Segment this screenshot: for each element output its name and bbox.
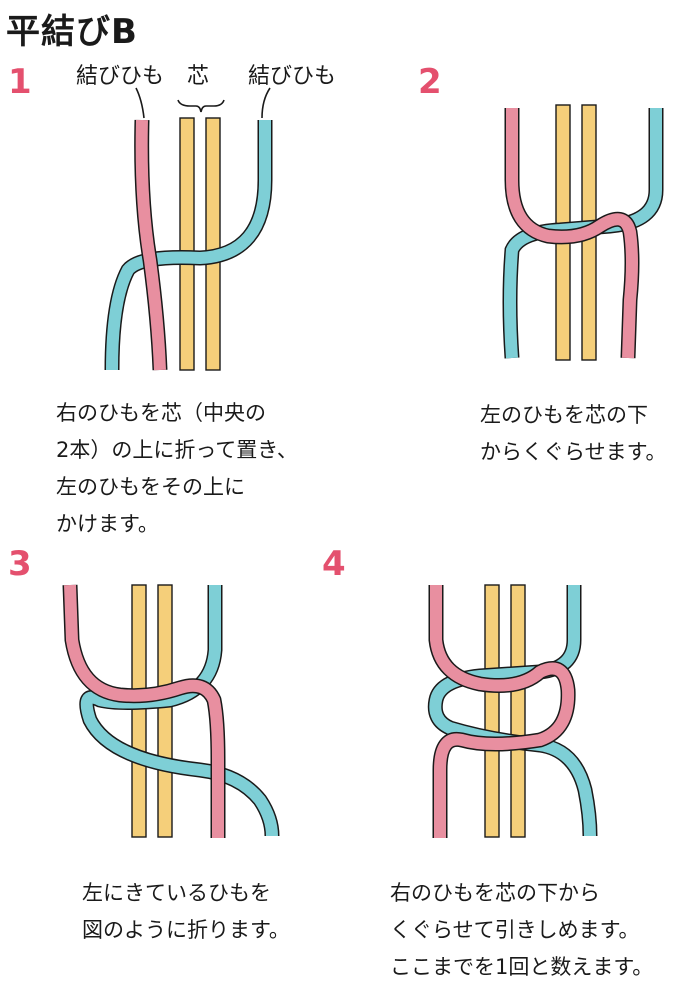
step-1-caption-line: 2本）の上に折って置き、 [56, 438, 298, 462]
right-cord-leader [261, 87, 271, 119]
step-3-caption-line: 図のように折ります。 [82, 918, 290, 942]
step-3-core-cords [131, 584, 173, 838]
step-4-caption-line: ここまでを1回と数えます。 [390, 955, 654, 979]
core-label: 芯 [187, 64, 210, 89]
step-4-pink-cord [428, 585, 576, 838]
step-1-number: 1 [8, 62, 32, 102]
step-1-caption-line: かけます。 [56, 512, 159, 536]
step-1-caption: 右のひもを芯（中央の 2本）の上に折って置き、 左のひもをその上に かけます。 [56, 395, 298, 543]
right-cord-label: 結びひも [248, 64, 337, 89]
core-brace [177, 99, 225, 113]
step-2-number: 2 [418, 62, 442, 102]
step-4-caption-line: 右のひもを芯の下から [390, 881, 600, 905]
step-2-pink-cord [504, 108, 640, 359]
step-2-blue-cord [502, 108, 664, 359]
left-cord-label: 結びひも [76, 64, 165, 89]
step-2-caption-line: からくぐらせます。 [480, 440, 667, 464]
step-3-caption: 左にきているひもを 図のように折ります。 [82, 875, 290, 949]
left-cord-leader [135, 87, 145, 119]
step-1-blue-cord [104, 120, 273, 371]
step-2-caption: 左のひもを芯の下 からくぐらせます。 [480, 397, 666, 471]
step-1-caption-line: 左のひもをその上に [56, 475, 245, 499]
step-4-caption-line: くぐらせて引きしめます。 [390, 918, 640, 942]
step-3-caption-line: 左にきているひもを [82, 881, 271, 905]
step-3-pink-cord [62, 584, 226, 838]
step-4-core-cords [484, 584, 526, 838]
step-1-core-cords [179, 117, 221, 371]
step-3-blue-cord [79, 585, 280, 837]
step-1-caption-line: 右のひもを芯（中央の [56, 401, 266, 425]
page-title: 平結びB [6, 12, 138, 52]
step-4-caption: 右のひもを芯の下から くぐらせて引きしめます。 ここまでを1回と数えます。 [390, 875, 653, 986]
step-3-number: 3 [8, 544, 32, 584]
step-4-number: 4 [322, 544, 346, 584]
step-1-leader-lines [135, 87, 271, 119]
step-2-caption-line: 左のひもを芯の下 [480, 403, 648, 427]
step-1-pink-cord [134, 119, 168, 371]
